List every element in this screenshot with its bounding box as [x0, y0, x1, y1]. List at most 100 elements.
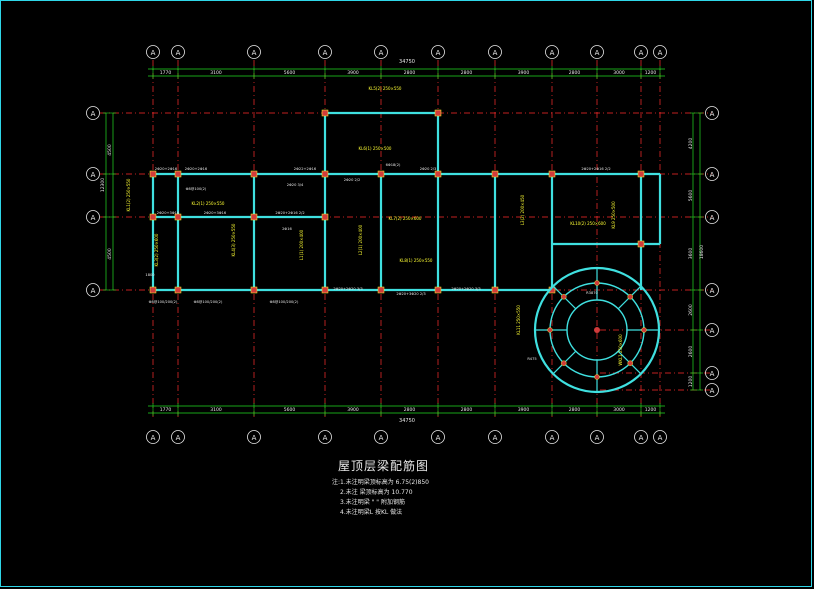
axis-bubble-top-label: A	[493, 49, 498, 57]
beam-label: 2Φ16	[282, 227, 292, 231]
beam-annotation: L2(1) 200×400	[358, 224, 363, 255]
dim-text-right-total: 18600	[699, 245, 705, 259]
stair-center	[594, 327, 600, 333]
axis-bubble-left	[86, 283, 100, 297]
axis-bubble-bottom-label: A	[550, 434, 555, 442]
stair-column	[594, 280, 600, 286]
beam-label: 2Φ20 2/2	[344, 178, 361, 182]
axis-bubble-bottom	[488, 430, 502, 444]
dim-text-top: 1770	[160, 70, 172, 76]
axis-bubble-right	[705, 210, 719, 224]
axis-bubble-top	[545, 45, 559, 59]
axis-bubble-bottom	[146, 430, 160, 444]
column	[321, 286, 329, 294]
dim-text-bottom: 3000	[613, 407, 625, 413]
stair-column	[561, 360, 567, 366]
axis-bubble-bottom-label: A	[176, 434, 181, 442]
column	[637, 240, 645, 248]
axis-bubble-top-label: A	[379, 49, 384, 57]
column	[491, 286, 499, 294]
axis-bubble-left-label: A	[91, 214, 96, 222]
dim-text-top: 3100	[210, 70, 222, 76]
dim-text-bottom: 2800	[404, 407, 416, 413]
column	[321, 213, 329, 221]
axis-bubble-bottom	[247, 430, 261, 444]
axis-bubble-top	[431, 45, 445, 59]
axis-bubble-left-label: A	[91, 110, 96, 118]
dim-text-top: 3900	[518, 70, 530, 76]
beam-label: 2Φ20+3Φ20 2/3	[396, 292, 425, 296]
axis-bubble-bottom	[545, 430, 559, 444]
beam-label: 2Φ20+2Φ16	[185, 167, 208, 171]
dim-text-top: 2800	[461, 70, 473, 76]
dim-text-right: 5600	[688, 190, 694, 202]
axis-bubble-top-label: A	[550, 49, 555, 57]
beam-annotation: KL1(2) 250×550	[126, 178, 131, 211]
column	[250, 213, 258, 221]
beam-annotation: KL9 250×500	[611, 201, 616, 229]
axis-bubble-top	[146, 45, 160, 59]
beam-label: 1800	[145, 273, 155, 277]
beam-annotation: KL2(1) 250×550	[192, 201, 225, 206]
axis-bubble-top-label: A	[252, 49, 257, 57]
axis-bubble-top-label: A	[436, 49, 441, 57]
column	[321, 170, 329, 178]
axis-bubble-top	[634, 45, 648, 59]
dim-text-left: 4500	[107, 248, 113, 260]
beam-annotation: KL6(1) 250×500	[359, 146, 392, 151]
dim-text-bottom: 1770	[160, 407, 172, 413]
note-1: 注:1.未注明梁顶标高为 6.75(2)850	[332, 479, 429, 486]
axis-bubble-right	[705, 383, 719, 397]
beam-label: 2Φ20 3/4	[287, 183, 304, 187]
axis-bubble-top-label: A	[323, 49, 328, 57]
column	[434, 170, 442, 178]
axis-bubble-left	[86, 106, 100, 120]
column	[174, 170, 182, 178]
beam-annotation: KL10(2) 250×600	[570, 221, 606, 226]
drawing-notes: 注:1.未注明梁顶标高为 6.75(2)850 2.未注 梁顶标高为 10.77…	[332, 478, 429, 518]
beam-label: R3870	[586, 291, 598, 295]
axis-bubble-left-label: A	[91, 287, 96, 295]
beam-label: 2Φ20 2/3	[420, 167, 437, 171]
axis-bubble-top-label: A	[595, 49, 600, 57]
column	[434, 286, 442, 294]
axis-bubble-bottom	[171, 430, 185, 444]
column	[149, 170, 157, 178]
overall-dim-top: 34750	[399, 59, 415, 65]
dim-text-right: 4200	[688, 138, 694, 150]
axis-bubble-right-label: A	[710, 110, 715, 118]
beam-label: 2Φ20+3Φ16	[204, 211, 227, 215]
stair-column	[627, 360, 633, 366]
column	[250, 170, 258, 178]
note-2: 2.未注 梁顶标高为 10.770	[340, 489, 413, 496]
drawing-title: 屋顶层梁配筋图	[338, 459, 430, 473]
axis-bubble-right	[705, 323, 719, 337]
axis-bubble-right	[705, 167, 719, 181]
column	[637, 170, 645, 178]
column	[250, 286, 258, 294]
beam-label: 6Φ18(2)	[386, 163, 401, 167]
beam-annotation: KL11 250×550	[516, 305, 521, 335]
beam-annotation: L1(1) 200×400	[299, 229, 304, 260]
axis-bubble-left	[86, 167, 100, 181]
stair-column	[641, 327, 647, 333]
beam-label: 2Φ20+2Φ20 3/3	[451, 287, 480, 291]
axis-bubble-top	[590, 45, 604, 59]
column	[548, 170, 556, 178]
beam-label: Φ8@100/200(2)	[270, 300, 299, 304]
axis-bubble-top-label: A	[176, 49, 181, 57]
beam-annotation: KL3(2) 250×600	[154, 233, 159, 266]
axis-bubble-top	[247, 45, 261, 59]
beam-label: 2Φ22+2Φ16	[294, 167, 317, 171]
axis-bubble-bottom	[374, 430, 388, 444]
stair-column	[561, 294, 567, 300]
axis-bubble-bottom-label: A	[436, 434, 441, 442]
dim-text-bottom: 3900	[347, 407, 359, 413]
column	[149, 286, 157, 294]
axis-bubble-right-label: A	[710, 171, 715, 179]
axis-bubble-bottom-label: A	[323, 434, 328, 442]
axis-bubble-right	[705, 283, 719, 297]
dim-text-right: 3600	[688, 248, 694, 260]
